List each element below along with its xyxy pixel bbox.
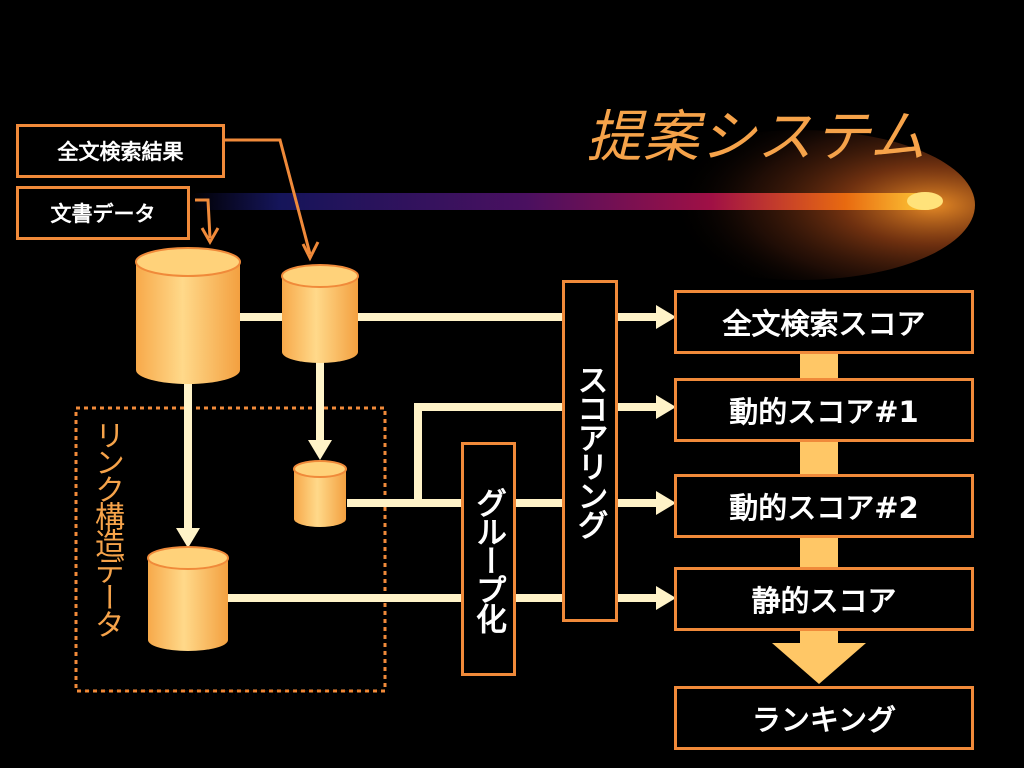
fulltext-score-box: 全文検索スコア: [674, 290, 974, 354]
dynamic-score-1-box: 動的スコア#1: [674, 378, 974, 442]
document-db-cylinder: [135, 247, 241, 384]
document-data-box: 文書データ: [16, 186, 190, 240]
fulltext-result-box: 全文検索結果: [16, 124, 225, 178]
connectors: [176, 305, 676, 610]
link-structure-region: [74, 406, 387, 693]
dynamic-score-2-box: 動的スコア#2: [674, 474, 974, 538]
link-subset-cylinder: [293, 460, 347, 527]
comet-head: [907, 192, 943, 210]
static-score-box: 静的スコア: [674, 567, 974, 631]
link-structure-label: リンク構造データ: [89, 420, 124, 636]
fulltext-result-cylinder: [281, 264, 359, 363]
link-structure-cylinder: [147, 546, 229, 651]
ranking-box: ランキング: [674, 686, 974, 750]
slide-title: 提案システム: [586, 105, 927, 170]
scoring-box: スコアリング: [562, 280, 618, 622]
input-arrows: [195, 138, 320, 262]
comet-beam: [190, 193, 935, 210]
grouping-box: グループ化: [461, 442, 516, 676]
